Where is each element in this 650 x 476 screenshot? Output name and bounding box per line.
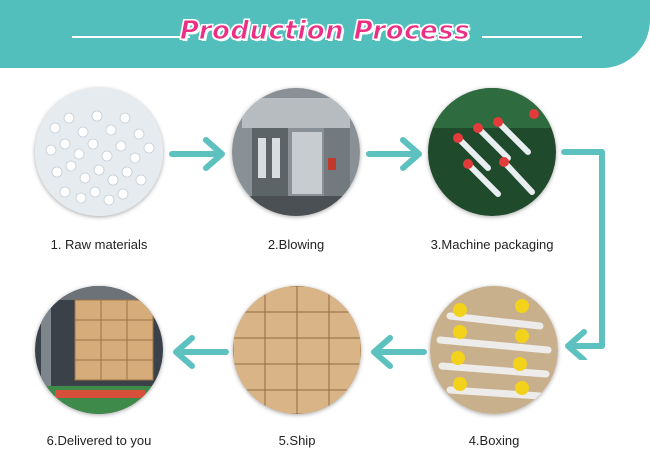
step-5-image (233, 286, 361, 414)
arrow-right-icon (168, 134, 230, 174)
delivered-container-photo (35, 286, 163, 414)
arrow-right-icon (365, 134, 427, 174)
ship-cartons-photo (233, 286, 361, 414)
step-3-image (428, 88, 556, 216)
machine-packaging-photo (428, 88, 556, 216)
boxing-photo (430, 286, 558, 414)
step-4-label: 4.Boxing (409, 433, 579, 448)
step-3-label: 3.Machine packaging (407, 237, 577, 252)
step-1-label: 1. Raw materials (14, 237, 184, 252)
step-5-label: 5.Ship (212, 433, 382, 448)
page-title: Production Process (0, 16, 650, 46)
raw-materials-pellets-photo (35, 88, 163, 216)
step-6-image (35, 286, 163, 414)
arrow-left-icon (168, 332, 230, 372)
arrow-down-turn-icon (556, 146, 614, 360)
step-2-label: 2.Blowing (211, 237, 381, 252)
header-banner: Production Process (0, 0, 650, 68)
step-6-label: 6.Delivered to you (14, 433, 184, 448)
step-4-image (430, 286, 558, 414)
step-1-image (35, 88, 163, 216)
arrow-left-icon (366, 332, 428, 372)
blowing-machine-photo (232, 88, 360, 216)
step-2-image (232, 88, 360, 216)
